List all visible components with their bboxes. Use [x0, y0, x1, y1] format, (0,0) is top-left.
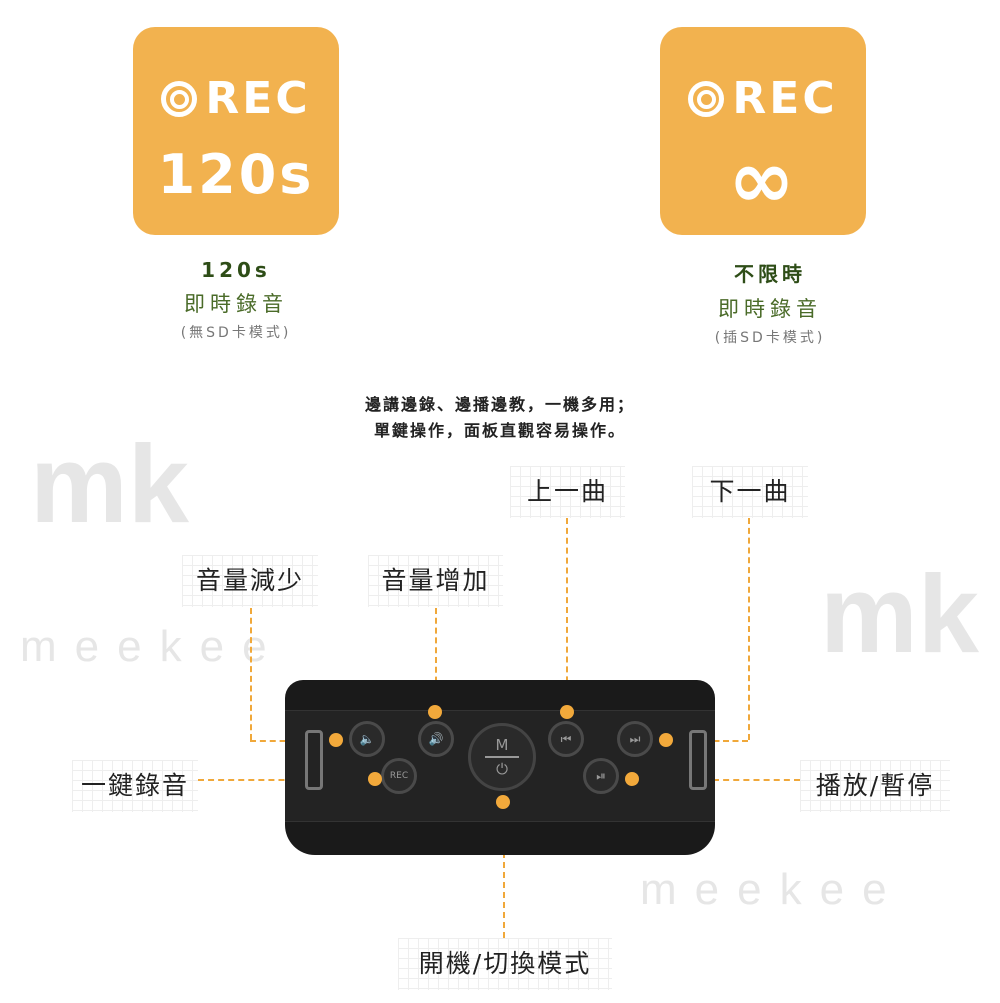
rec-unlimited-card: REC ∞: [660, 27, 866, 235]
power-icon: ⏻: [496, 760, 508, 778]
label-power-mode: 開機/切換模式: [398, 938, 612, 990]
label-next-track: 下一曲: [692, 466, 808, 518]
record-icon: [688, 81, 725, 117]
label-volume-up: 音量增加: [368, 555, 503, 607]
label-record: 一鍵錄音: [72, 760, 198, 812]
marker-dot: [659, 733, 673, 747]
marker-dot: [625, 772, 639, 786]
mode-label: M: [495, 736, 509, 754]
card-value: 120s: [157, 143, 315, 206]
caption-title: 120s: [201, 258, 271, 282]
watermark-text: meekee: [20, 622, 285, 671]
connector: [748, 518, 750, 740]
intro-text: 邊講邊錄、邊播邊教，一機多用； 單鍵操作，面板直觀容易操作。: [0, 392, 1000, 444]
connector: [250, 608, 252, 740]
rec-120s-card: REC 120s: [133, 27, 339, 235]
rec-label: REC: [732, 73, 838, 124]
record-icon: [161, 81, 198, 117]
mode-power-button[interactable]: M ⏻: [468, 723, 536, 791]
intro-line: 邊講邊錄、邊播邊教，一機多用；: [364, 395, 635, 414]
marker-dot: [329, 733, 343, 747]
connector: [566, 518, 568, 712]
marker-dot: [368, 772, 382, 786]
connector: [503, 802, 505, 938]
previous-track-button[interactable]: ⏮: [548, 721, 584, 757]
marker-dot: [560, 705, 574, 719]
caption-subtitle: 即時錄音: [718, 297, 822, 321]
play-pause-button[interactable]: ⏯: [583, 758, 619, 794]
caption-mode: (插SD卡模式): [714, 330, 826, 346]
infinity-icon: ∞: [728, 133, 798, 226]
card-caption: 不限時 即時錄音 (插SD卡模式): [620, 258, 920, 347]
strap-loop: [305, 730, 323, 790]
label-previous-track: 上一曲: [510, 466, 625, 518]
strap-loop: [689, 730, 707, 790]
intro-line: 單鍵操作，面板直觀容易操作。: [373, 421, 626, 440]
watermark-logo: mk: [30, 423, 189, 546]
connector: [435, 608, 437, 712]
caption-mode: (無SD卡模式): [180, 325, 292, 341]
marker-dot: [428, 705, 442, 719]
volume-down-button[interactable]: 🔈: [349, 721, 385, 757]
marker-dot: [496, 795, 510, 809]
watermark-text: meekee: [640, 865, 905, 914]
volume-up-button[interactable]: 🔊: [418, 721, 454, 757]
next-track-button[interactable]: ⏭: [617, 721, 653, 757]
watermark-logo: mk: [820, 553, 979, 676]
caption-title: 不限時: [734, 262, 806, 286]
record-button[interactable]: REC: [381, 758, 417, 794]
connector: [632, 779, 800, 781]
caption-subtitle: 即時錄音: [184, 292, 288, 316]
card-caption: 120s 即時錄音 (無SD卡模式): [86, 258, 386, 342]
label-play-pause: 播放/暫停: [800, 760, 950, 812]
label-volume-down: 音量減少: [182, 555, 318, 607]
rec-label: REC: [205, 73, 311, 124]
